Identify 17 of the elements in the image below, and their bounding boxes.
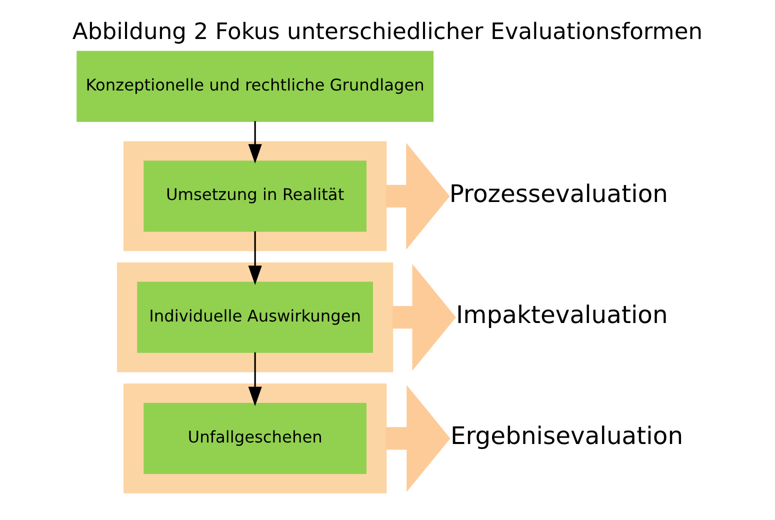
arrow [248, 352, 262, 406]
arrow [386, 384, 450, 492]
node-text: Prozessevaluation [449, 180, 668, 208]
arrow [392, 264, 456, 371]
cluster [123, 384, 387, 494]
cluster [116, 262, 394, 372]
node-box: Individuelle Auswirkungen [137, 282, 373, 353]
node-box: Umsetzung in Realität [144, 160, 366, 232]
cluster [123, 141, 387, 252]
node-text: Impaktevaluation [456, 300, 668, 329]
node-text: Ergebnisevaluation [450, 422, 684, 450]
node-box: Unfallgeschehen [144, 402, 366, 474]
arrow [386, 142, 450, 250]
node-box: Konzeptionelle und rechtliche Grundlagen [76, 50, 434, 122]
arrow [248, 231, 262, 286]
arrow [248, 121, 262, 164]
diagram-title: Abbildung 2 Fokus unterschiedlicher Evaluationsformen [72, 19, 703, 46]
